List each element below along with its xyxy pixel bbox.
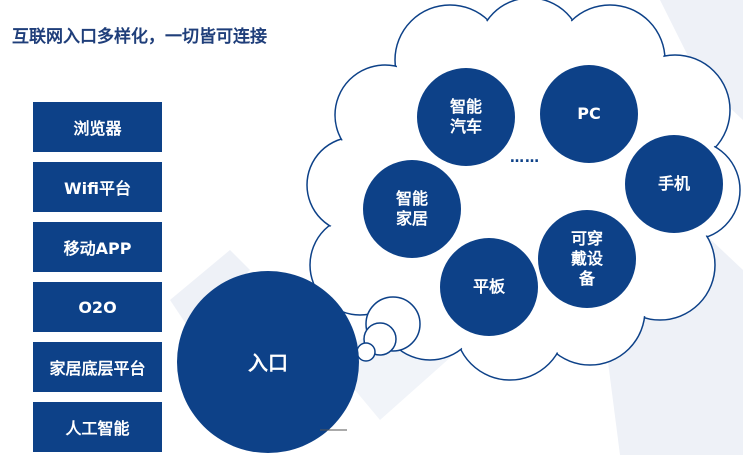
node-smart-car: 智能 汽车 xyxy=(417,68,515,166)
entry-item-home-platform: 家居底层平台 xyxy=(33,342,162,392)
node-smart-car-line1: 智能 xyxy=(449,97,482,116)
node-smart-home: 智能 家居 xyxy=(363,160,461,258)
node-tablet-label: 平板 xyxy=(472,277,505,296)
entry-item-mobile-app: 移动APP xyxy=(33,222,162,272)
node-wearable-line3: 备 xyxy=(578,269,595,288)
node-pc-label: PC xyxy=(577,104,601,123)
node-wearable-line2: 戴设 xyxy=(570,249,603,268)
node-wearable: 可穿 戴设 备 xyxy=(538,210,636,308)
node-pc: PC xyxy=(540,65,638,163)
node-tablet: 平板 xyxy=(440,238,538,336)
entry-item-ai: 人工智能 xyxy=(33,402,162,452)
center-label: 入口 xyxy=(248,351,288,375)
node-smart-car-line2: 汽车 xyxy=(449,117,482,136)
entry-item-wifi-platform: Wifi平台 xyxy=(33,162,162,212)
node-wearable-line1: 可穿 xyxy=(570,229,603,248)
entry-item-browser: 浏览器 xyxy=(33,102,162,152)
page-title: 互联网入口多样化，一切皆可连接 xyxy=(12,27,267,47)
node-phone: 手机 xyxy=(625,135,723,233)
node-smart-home-line1: 智能 xyxy=(395,189,428,208)
center-circle-shape xyxy=(177,271,359,453)
entry-item-o2o: O2O xyxy=(33,282,162,332)
node-phone-label: 手机 xyxy=(657,174,690,193)
ellipsis-dots: …… xyxy=(510,150,540,166)
node-smart-home-line2: 家居 xyxy=(395,209,428,228)
